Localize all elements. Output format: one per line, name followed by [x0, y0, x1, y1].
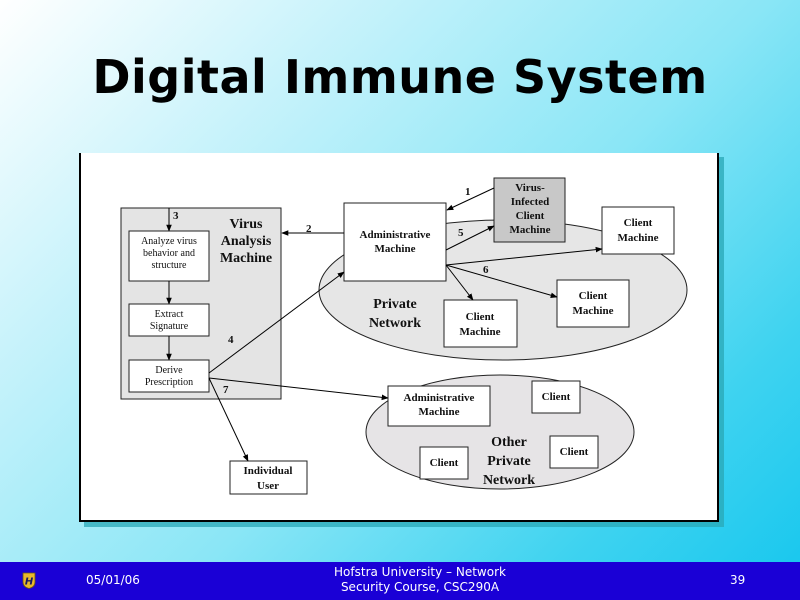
- other-client-box-2: [549, 435, 599, 469]
- vam-label-1: Virus: [230, 217, 263, 232]
- client-machine-box-1: [601, 206, 675, 255]
- individual-user-line-1: Individual: [244, 465, 293, 477]
- other-network-label-3: Network: [483, 473, 535, 488]
- vam-label-3: Machine: [220, 251, 272, 266]
- other-client-1-label: Client: [542, 391, 571, 403]
- slide-title: Digital Immune System: [92, 50, 708, 104]
- step-number-2: 2: [306, 223, 312, 235]
- infected-client-box: [493, 177, 566, 243]
- other-admin-line-1: Administrative: [404, 392, 475, 404]
- svg-text:H: H: [25, 577, 34, 588]
- step-number-5: 5: [458, 227, 464, 239]
- arrow-7a: [208, 377, 389, 401]
- infected-line-2: Infected: [511, 196, 550, 208]
- extract-line-2: Signature: [150, 321, 189, 332]
- individual-user-box: [229, 460, 308, 495]
- other-network-label-1: Other: [491, 435, 527, 450]
- footer-page-number: 39: [730, 573, 746, 587]
- infected-line-1: Virus-: [515, 182, 545, 194]
- footer-course-line-1: Hofstra University – Network: [334, 565, 506, 579]
- arrow-4: [208, 271, 345, 374]
- client3-line-2: Machine: [460, 326, 501, 338]
- admin-machine-box: [343, 202, 447, 282]
- vam-label-2: Analysis: [221, 234, 272, 249]
- client1-line-1: Client: [624, 217, 653, 229]
- client-machine-box-3: [443, 299, 518, 348]
- other-admin-line-2: Machine: [419, 406, 460, 418]
- derive-prescription-box: [128, 359, 210, 393]
- step-number-4: 4: [228, 334, 234, 346]
- step-number-3: 3: [173, 210, 179, 222]
- footer-date: 05/01/06: [86, 573, 140, 587]
- other-client-box-3: [419, 446, 469, 480]
- client2-line-2: Machine: [573, 305, 614, 317]
- step-number-7: 7: [223, 384, 229, 396]
- step-number-6: 6: [483, 264, 489, 276]
- individual-user-line-2: User: [257, 480, 279, 492]
- arrow-1: [446, 187, 495, 211]
- arrow-6b: [445, 264, 558, 298]
- analyze-line-2: behavior and: [143, 248, 195, 259]
- step-number-1: 1: [465, 186, 471, 198]
- infected-line-4: Machine: [510, 224, 551, 236]
- arrow-5: [445, 225, 495, 251]
- extract-line-1: Extract: [155, 309, 184, 320]
- other-network-label-2: Private: [487, 454, 531, 469]
- client1-line-2: Machine: [618, 232, 659, 244]
- client2-line-1: Client: [579, 290, 608, 302]
- analyze-line-1: Analyze virus: [141, 236, 197, 247]
- arrow-6c: [445, 264, 474, 301]
- footer-course-line-2: Security Course, CSC290A: [340, 580, 500, 594]
- arrow-7b: [208, 377, 249, 462]
- arrow-6a: [445, 246, 603, 266]
- other-client-box-1: [531, 380, 581, 414]
- private-network-label-1: Private: [373, 297, 417, 312]
- analyze-line-3: structure: [152, 260, 188, 271]
- other-admin-machine-box: [387, 385, 491, 427]
- slide-footer: H 05/01/06 Hofstra University – Network …: [0, 562, 800, 600]
- derive-line-2: Prescription: [145, 377, 193, 388]
- footer-course: Hofstra University – Network Security Co…: [270, 565, 570, 595]
- admin-line-1: Administrative: [360, 229, 431, 241]
- client3-line-1: Client: [466, 311, 495, 323]
- admin-line-2: Machine: [375, 243, 416, 255]
- client-machine-box-2: [556, 279, 630, 328]
- hofstra-shield-icon: H: [22, 572, 36, 589]
- other-client-2-label: Client: [560, 446, 589, 458]
- infected-line-3: Client: [516, 210, 545, 222]
- other-client-3-label: Client: [430, 457, 459, 469]
- derive-line-1: Derive: [155, 365, 183, 376]
- private-network-label-2: Network: [369, 316, 421, 331]
